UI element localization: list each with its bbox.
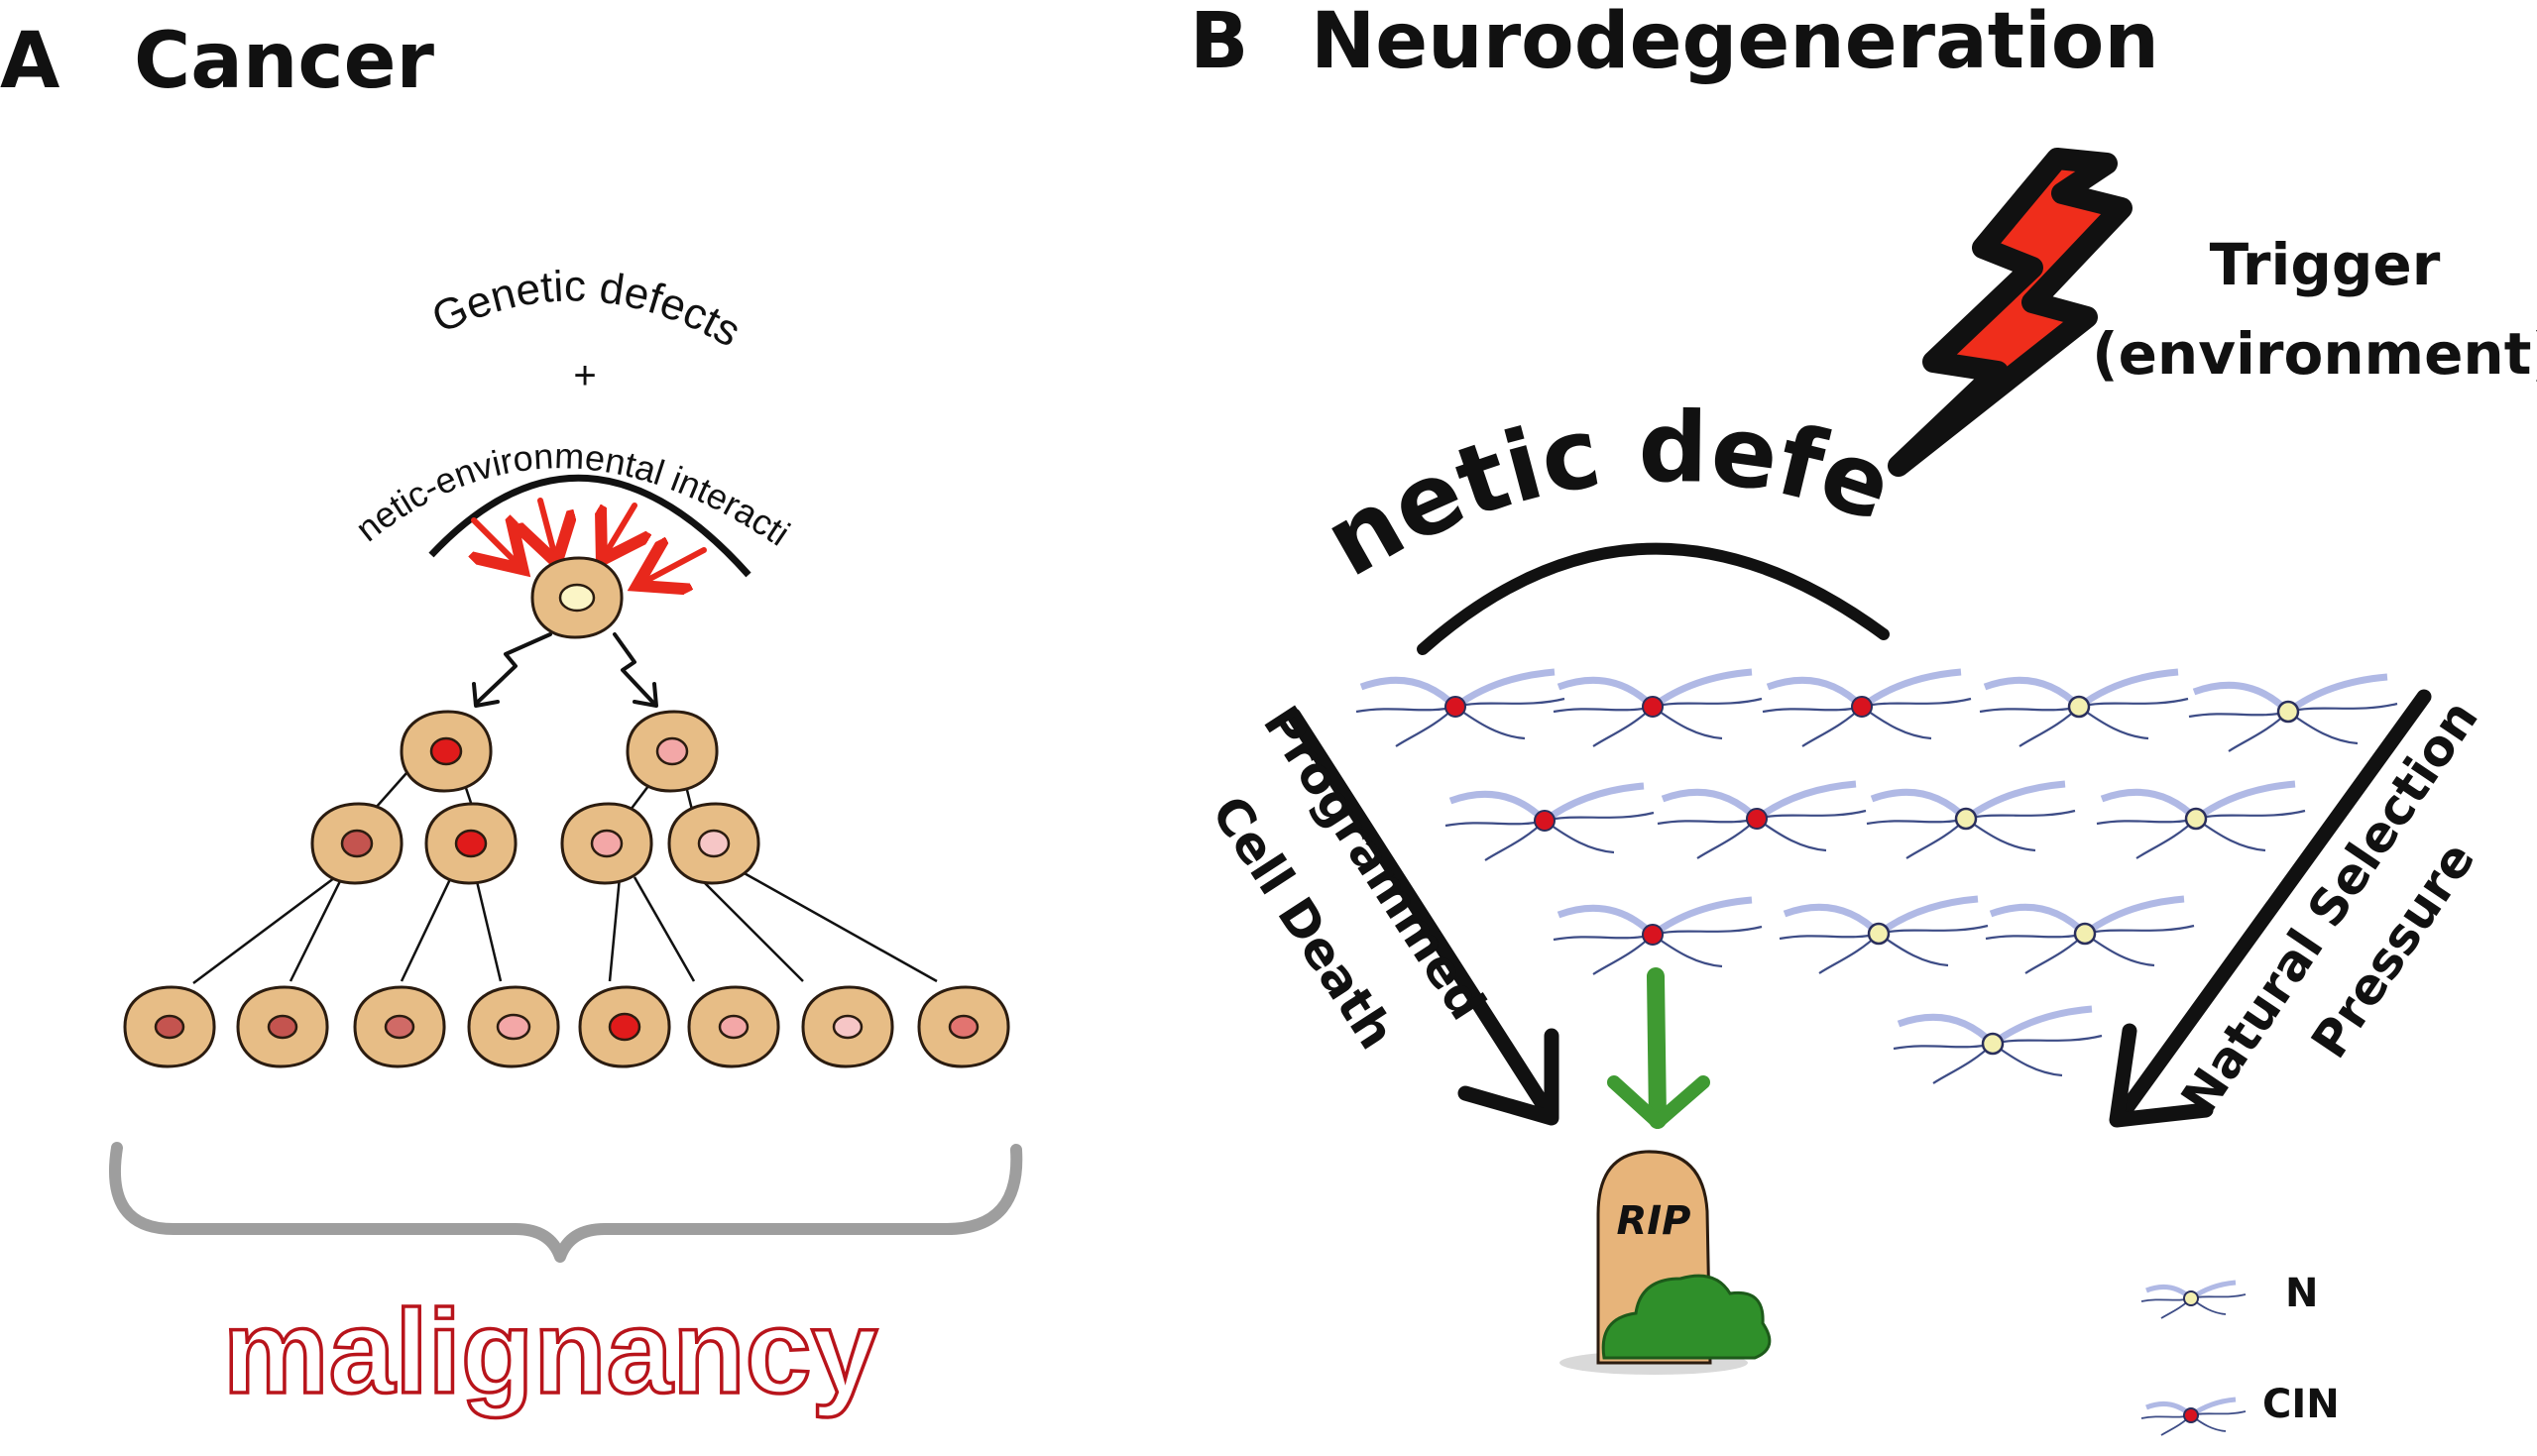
panel-b-letter: B — [1190, 0, 1248, 86]
neuron-normal — [1979, 668, 2189, 747]
neuron-normal — [1985, 895, 2195, 974]
panel-b-title: Neurodegeneration — [1311, 0, 2159, 86]
neuron-cin — [1444, 782, 1655, 861]
genetic-defects-arc — [1417, 542, 1890, 655]
neuron-cin — [1553, 668, 1763, 747]
cell — [917, 985, 1010, 1068]
neuron-cin — [1355, 668, 1565, 747]
neuron-cin — [1762, 668, 1972, 747]
cell — [801, 985, 894, 1068]
neuron-normal — [1779, 895, 1989, 974]
natural-selection-arrow — [2109, 689, 2432, 1128]
arc-plus-sign: + — [573, 354, 596, 397]
programmed-cell-death-arrow — [1286, 708, 1559, 1126]
neuron-normal — [2188, 673, 2398, 752]
lineage-lines — [192, 772, 938, 985]
division-arrows — [472, 632, 658, 708]
panel-a-letter: A — [0, 17, 59, 106]
malignancy-brace — [108, 1142, 1023, 1263]
cell — [626, 710, 719, 793]
neuron-cin — [1553, 896, 1763, 975]
panel-a: A Cancer Genetic defects + Genetic-envir… — [0, 0, 1023, 1420]
neuron-normal — [1866, 780, 2076, 859]
cell — [687, 985, 780, 1068]
neuron-population — [1355, 668, 2398, 1084]
green-down-arrow — [1607, 967, 1710, 1129]
legend-label-cin: CIN — [2262, 1382, 2340, 1427]
cell — [560, 802, 653, 885]
cell — [530, 556, 624, 639]
neuron-cin — [1657, 780, 1867, 859]
cell — [310, 802, 404, 885]
cell — [467, 985, 560, 1068]
cell — [667, 802, 760, 885]
malignancy-label: malignancy — [223, 1286, 877, 1418]
arc-label-genetic-defects: Genetic defects — [425, 262, 750, 356]
red-defect-arrows — [474, 498, 707, 583]
legend-neuron-cin-icon — [2140, 1397, 2247, 1436]
bush-icon — [1601, 1274, 1772, 1360]
legend: N CIN — [2140, 1271, 2340, 1436]
trigger-label-line2: (environment) — [2092, 320, 2537, 388]
lightning-bolt-icon — [1888, 148, 2133, 477]
panel-a-title: Cancer — [134, 17, 435, 106]
trigger-label-line1: Trigger — [2210, 231, 2441, 298]
cell — [353, 985, 446, 1068]
cell — [578, 985, 671, 1068]
cell — [400, 710, 493, 793]
neuron-normal — [2096, 780, 2306, 859]
legend-neuron-normal-icon — [2140, 1280, 2247, 1319]
neuron-normal — [1893, 1005, 2103, 1084]
cell — [424, 802, 518, 885]
tombstone-text: RIP — [1617, 1198, 1691, 1244]
cell — [236, 985, 329, 1068]
legend-label-n: N — [2285, 1271, 2318, 1316]
cell — [123, 985, 216, 1068]
